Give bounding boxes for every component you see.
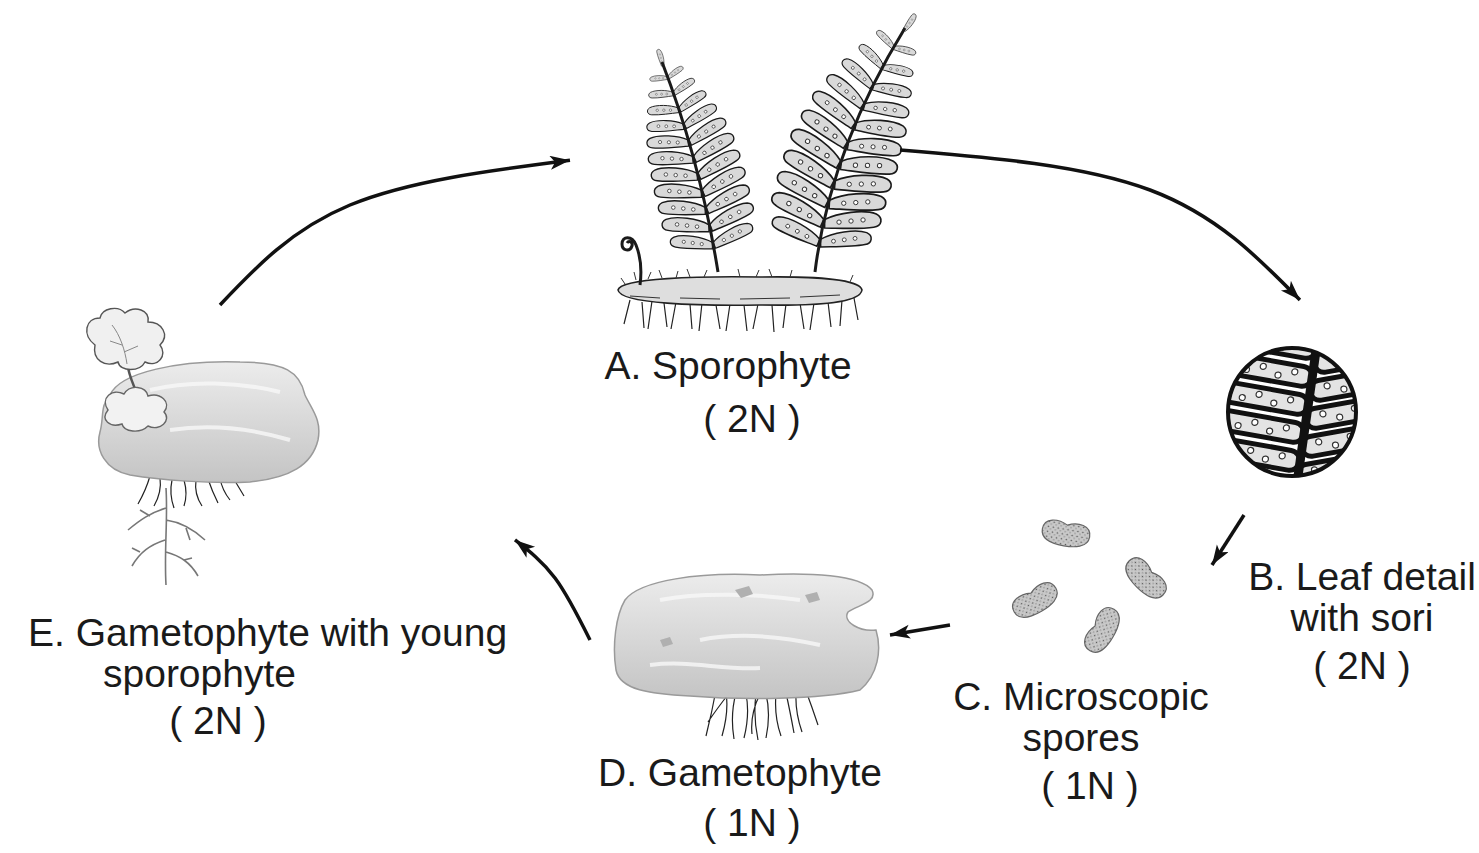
stage-node: B. Leaf detail with sori ( 2N )	[1244, 300, 1479, 700]
young-sporophyte-drawing	[99, 362, 319, 483]
stage-name: C. Microscopic spores	[951, 676, 1211, 758]
spores-drawing	[1081, 604, 1126, 657]
stage-name: B. Leaf detail with sori	[1246, 556, 1478, 638]
frond	[662, 62, 718, 272]
sporophyte-drawing	[618, 277, 862, 305]
leaf-detail-drawing	[1224, 324, 1318, 360]
leaf-detail-drawing	[1300, 422, 1394, 458]
sporophyte-drawing	[618, 13, 918, 332]
gametophyte-drawing	[650, 595, 820, 669]
young-sporophyte-drawing	[87, 308, 319, 585]
leaf-detail-drawing	[1211, 408, 1305, 444]
cycle-arrow	[900, 150, 1300, 300]
stage-name: E. Gametophyte with young sporophyte	[28, 612, 512, 694]
ploidy-label: ( 1N )	[682, 802, 822, 843]
cycle-arrow	[890, 625, 950, 635]
leaf-detail-drawing	[1207, 324, 1406, 490]
frond	[656, 49, 667, 67]
young-sporophyte-drawing	[128, 488, 205, 585]
stage-node: A. Sporophyte ( 2N )	[570, 15, 900, 455]
stage-name: D. Gametophyte	[592, 752, 888, 793]
stage-node: D. Gametophyte ( 1N )	[590, 570, 890, 850]
leaf-detail-drawing	[1304, 394, 1398, 430]
young-sporophyte-drawing	[150, 383, 290, 440]
ploidy-label: ( 2N )	[1292, 645, 1432, 686]
young-sporophyte-drawing	[110, 325, 138, 364]
ploidy-label: ( 2N )	[148, 700, 288, 741]
spores-drawing	[1040, 518, 1091, 550]
stage-node: C. Microscopic spores ( 1N )	[950, 505, 1212, 825]
frond	[815, 28, 905, 272]
cycle-arrow	[515, 540, 590, 640]
young-sporophyte-drawing	[87, 308, 165, 369]
ploidy-label: ( 2N )	[682, 398, 822, 439]
frond	[644, 49, 758, 272]
gametophyte-drawing	[614, 574, 878, 740]
sporophyte-drawing	[622, 238, 641, 285]
leaf-detail-drawing	[1207, 324, 1406, 490]
gametophyte-drawing	[614, 574, 878, 699]
spores-drawing	[1120, 553, 1171, 604]
stage-name: A. Sporophyte	[578, 345, 878, 386]
young-sporophyte-drawing	[105, 387, 166, 431]
leaf-detail-drawing	[1296, 450, 1390, 486]
cycle-arrow	[1212, 515, 1244, 565]
stage-node: E. Gametophyte with young sporophyte ( 2N…	[15, 305, 515, 750]
sporophyte-drawing	[621, 269, 853, 299]
leaf-detail-drawing	[1228, 348, 1356, 476]
gametophyte-drawing	[660, 586, 820, 647]
spores-drawing	[1009, 518, 1171, 657]
leaf-detail-drawing	[1207, 436, 1301, 472]
ploidy-label: ( 1N )	[1020, 765, 1160, 806]
spores-drawing	[1009, 579, 1062, 624]
frond	[766, 13, 918, 272]
wrap-spacer	[362, 653, 512, 673]
connector-layer	[220, 150, 1300, 640]
cycle-arrow	[220, 160, 570, 305]
